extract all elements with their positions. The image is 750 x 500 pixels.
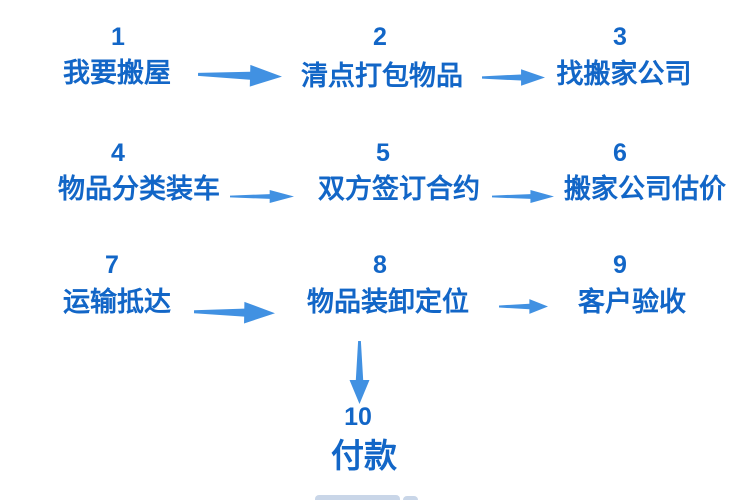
arrow-right-8-9-icon <box>499 299 548 314</box>
step-2-label: 清点打包物品 <box>301 61 463 91</box>
step-3-number: 3 <box>613 23 627 51</box>
cutoff-text-fragment <box>403 496 418 500</box>
step-7-number: 7 <box>105 251 119 279</box>
step-1-label: 我要搬屋 <box>63 58 171 88</box>
arrow-down-8-10-icon <box>349 341 370 404</box>
cutoff-text-fragment <box>315 495 400 500</box>
step-9-number: 9 <box>613 251 627 279</box>
arrow-right-4-5-icon <box>230 190 294 203</box>
step-7-label: 运输抵达 <box>63 287 171 317</box>
arrow-right-1-2-icon <box>197 64 282 87</box>
step-4-number: 4 <box>111 139 125 167</box>
step-1-number: 1 <box>111 23 125 51</box>
step-9-label: 客户验收 <box>578 287 686 317</box>
step-5-number: 5 <box>376 139 390 167</box>
step-8-number: 8 <box>373 251 387 279</box>
arrow-right-5-6-icon <box>492 190 554 203</box>
step-8-label: 物品装卸定位 <box>307 287 469 317</box>
step-10-number: 10 <box>344 403 372 431</box>
step-6-label: 搬家公司估价 <box>564 174 726 204</box>
step-3-label: 找搬家公司 <box>556 59 692 89</box>
step-10-label: 付款 <box>331 437 397 474</box>
arrow-right-7-8-icon <box>193 301 275 324</box>
step-5-label: 双方签订合约 <box>318 174 480 204</box>
arrow-right-2-3-icon <box>482 69 545 86</box>
step-4-label: 物品分类装车 <box>58 174 220 204</box>
step-2-number: 2 <box>373 23 387 51</box>
step-6-number: 6 <box>613 139 627 167</box>
